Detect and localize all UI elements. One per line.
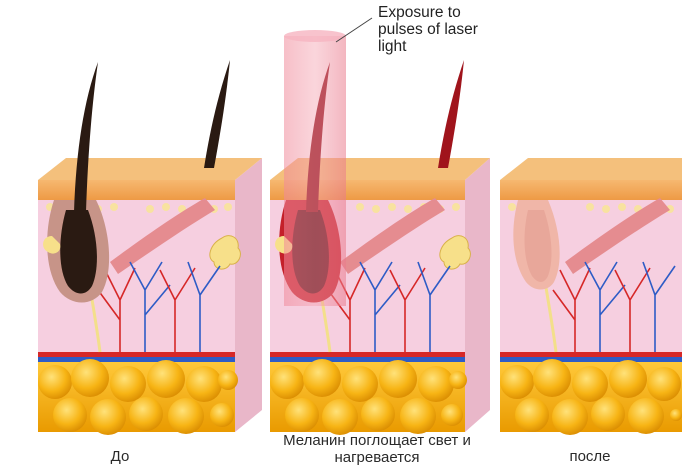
caption-before: До (60, 448, 180, 465)
artery-band (500, 352, 682, 357)
block-top (38, 158, 262, 180)
block-side (235, 158, 262, 432)
epidermis-layer (38, 180, 235, 200)
block-top (500, 158, 682, 180)
vein-band (270, 357, 465, 362)
artery-band (270, 352, 465, 357)
panel-during (270, 18, 490, 435)
laser-exposure-label: Exposure to pulses of laser light (378, 4, 488, 55)
caption-during: Меланин поглощает свет и нагревается (262, 432, 492, 466)
laser-beam-top (284, 30, 346, 42)
epidermis-layer (500, 180, 682, 200)
panel-after (500, 158, 682, 435)
block-side (465, 158, 490, 432)
artery-band (38, 352, 235, 357)
caption-after: после (530, 448, 650, 465)
vein-band (500, 357, 682, 362)
vein-band (38, 357, 235, 362)
panel-before (38, 60, 262, 435)
label-leader (336, 18, 372, 42)
laser-beam (284, 36, 346, 306)
hair-bulb (60, 210, 97, 294)
side-hair (438, 60, 464, 168)
side-hair (204, 60, 230, 168)
